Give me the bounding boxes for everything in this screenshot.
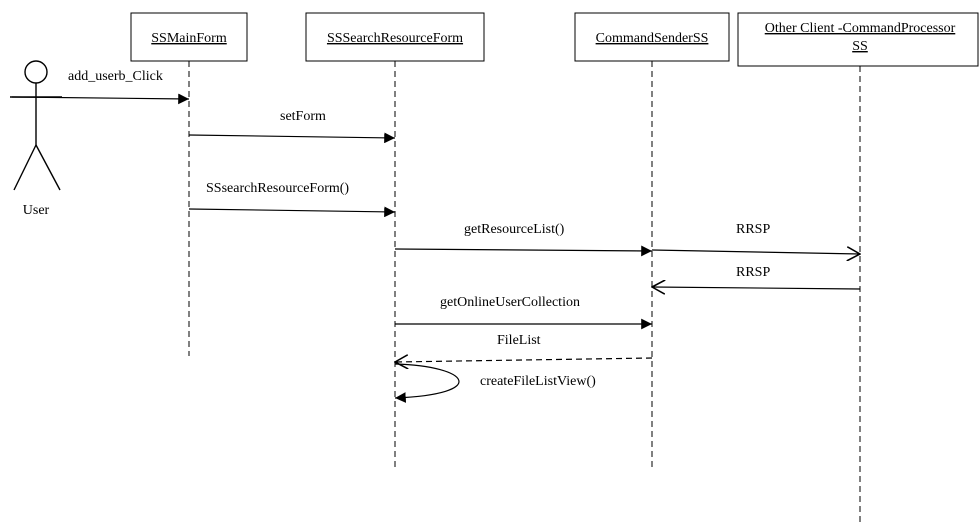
message-label: getResourceList()	[464, 222, 565, 237]
message-add-userb-click: add_userb_Click	[11, 69, 190, 105]
object-commandsenderss: CommandSenderSS	[574, 12, 730, 62]
message-arrow	[394, 363, 460, 403]
message-rrsp-request: RRSP	[651, 222, 860, 254]
actor-label: User	[23, 203, 50, 218]
message-label: setForm	[280, 109, 326, 124]
message-label: RRSP	[736, 265, 770, 280]
object-commandprocessor: Other Client -CommandProcessor SS	[737, 12, 979, 67]
object-box	[130, 12, 248, 62]
object-label: SSMainForm	[151, 31, 227, 46]
message-createfilelistview-self: createFileListView()	[394, 363, 596, 403]
message-label: RRSP	[736, 222, 770, 237]
message-sssearchresourceform: SSsearchResourceForm()	[188, 181, 396, 218]
message-getresourcelist: getResourceList()	[394, 222, 653, 257]
object-ssmainform: SSMainForm	[130, 12, 248, 62]
message-label: getOnlineUserCollection	[440, 295, 580, 310]
message-arrow	[651, 250, 860, 254]
object-box	[305, 12, 485, 62]
message-arrow	[394, 245, 653, 257]
message-setform: setForm	[188, 109, 396, 144]
message-arrow	[188, 132, 396, 144]
message-label: createFileListView()	[480, 374, 596, 389]
message-label: add_userb_Click	[68, 69, 163, 84]
message-label: SSsearchResourceForm()	[206, 181, 349, 196]
message-arrow	[395, 358, 653, 362]
object-label: CommandSenderSS	[596, 31, 709, 46]
message-arrow	[11, 93, 190, 105]
actor-left-leg	[13, 144, 37, 191]
object-box	[574, 12, 730, 62]
object-label-line1: Other Client -CommandProcessor	[765, 21, 956, 36]
object-box	[737, 12, 979, 67]
object-label: SSSearchResourceForm	[327, 31, 463, 46]
message-arrow	[652, 287, 861, 289]
message-filelist-return: FileList	[395, 333, 653, 362]
object-label-line2: SS	[852, 39, 868, 54]
message-arrow	[188, 206, 396, 218]
user-actor: User	[10, 60, 62, 218]
actor-right-leg	[35, 144, 61, 191]
message-rrsp-response: RRSP	[652, 265, 861, 289]
message-label: FileList	[497, 333, 541, 348]
message-getonlineusercollection: getOnlineUserCollection	[395, 295, 652, 330]
object-sssearchresourceform: SSSearchResourceForm	[305, 12, 485, 62]
actor-head	[24, 60, 48, 84]
